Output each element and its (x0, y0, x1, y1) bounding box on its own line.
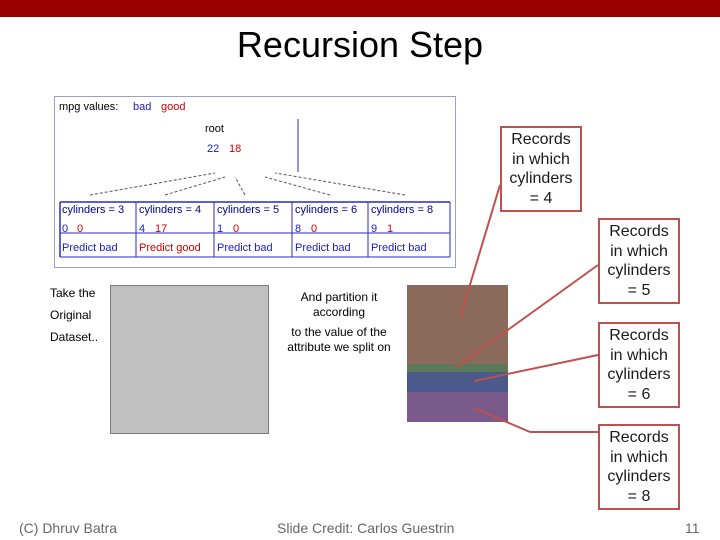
partition-caption: And partition it according (278, 290, 400, 320)
slide-title: Recursion Step (236, 24, 484, 65)
branch-label: cylinders = 4 (139, 204, 202, 216)
callout-line: cylinders (607, 262, 671, 279)
callout-line: in which (610, 242, 668, 260)
partition-cylinders-8 (407, 392, 508, 422)
tree-branch-lines (59, 119, 451, 258)
callout-cylinders-4: Records in which cylinders = 4 (500, 126, 582, 212)
partition-cylinders-6 (407, 372, 508, 392)
original-dataset-box (110, 285, 269, 434)
branch-label: cylinders = 6 (295, 204, 358, 216)
branch-good-count: 0 (233, 223, 240, 235)
decision-tree-figure: mpg values: bad good root 22 18 cylinder… (54, 96, 456, 268)
partition-line-2: according (312, 305, 366, 319)
callout-line: = 8 (627, 487, 651, 505)
legend-label: mpg values: (59, 101, 119, 113)
callout-line: = 5 (627, 281, 651, 299)
callout-cylinders-5: Records in which cylinders = 5 (598, 218, 680, 304)
footer-credit: Slide Credit: Carlos Guestrin (277, 520, 455, 536)
original-text: Original (50, 308, 92, 322)
callout-line: cylinders (509, 170, 573, 187)
branch-good-count: 0 (311, 223, 318, 235)
root-good-count: 18 (229, 143, 242, 155)
partition-cylinders-5 (407, 364, 508, 372)
branch-bad-count: 0 (62, 223, 69, 235)
branch-prediction: Predict bad (62, 242, 118, 254)
footer-author: (C) Dhruv Batra (19, 520, 118, 536)
callout-line: in which (610, 448, 668, 466)
branch-prediction: Predict bad (371, 242, 427, 254)
legend-bad: bad (133, 101, 152, 113)
partition-cylinders-4 (407, 285, 508, 364)
callout-line: cylinders (607, 366, 671, 383)
legend-good: good (161, 101, 186, 113)
branch-label: cylinders = 3 (62, 204, 125, 216)
callout-line: Records (609, 223, 669, 240)
page-number: 11 (685, 520, 700, 536)
root-label: root (205, 123, 224, 135)
branch-label: cylinders = 8 (371, 204, 434, 216)
value-line-1: to the value of the (291, 325, 387, 339)
value-caption: to the value of the attribute we split o… (272, 325, 406, 355)
branch-good-count: 0 (77, 223, 84, 235)
callout-cylinders-8: Records in which cylinders = 8 (598, 424, 680, 510)
callout-line: Records (609, 429, 669, 446)
callout-line: = 6 (627, 385, 651, 403)
callout-line: Records (511, 131, 571, 148)
partitioned-dataset-stack (407, 285, 508, 422)
branch-prediction: Predict bad (217, 242, 273, 254)
callout-line: in which (512, 150, 570, 168)
branch-good-count: 1 (387, 223, 394, 235)
root-bad-count: 22 (207, 143, 220, 155)
branch-bad-count: 4 (139, 223, 146, 235)
callout-line: = 4 (529, 189, 553, 207)
take-the-text: Take the (50, 286, 96, 300)
branch-label: cylinders = 5 (217, 204, 280, 216)
value-line-2: attribute we split on (287, 340, 391, 354)
callout-line: cylinders (607, 468, 671, 485)
dataset-text: Dataset.. (50, 330, 99, 344)
branch-bad-count: 9 (371, 223, 378, 235)
branch-bad-count: 1 (217, 223, 224, 235)
top-accent-bar (0, 0, 720, 17)
branch-prediction: Predict bad (295, 242, 351, 254)
callout-cylinders-6: Records in which cylinders = 6 (598, 322, 680, 408)
callout-line: in which (610, 346, 668, 364)
branch-bad-count: 8 (295, 223, 302, 235)
branch-good-count: 17 (155, 223, 168, 235)
branch-prediction: Predict good (139, 242, 201, 254)
partition-line-1: And partition it (300, 290, 378, 304)
callout-line: Records (609, 327, 669, 344)
